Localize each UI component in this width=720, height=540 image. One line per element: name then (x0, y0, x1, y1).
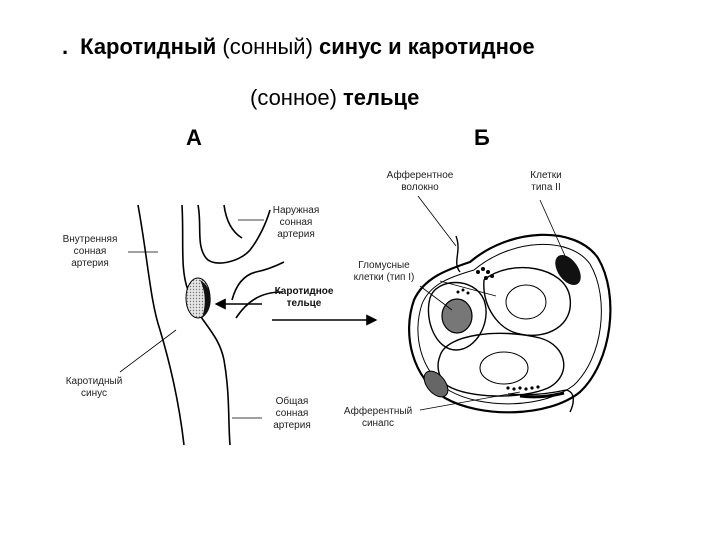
type-ii-cell-nucleus-top (555, 254, 581, 286)
glomus-cell-cluster (408, 233, 612, 414)
title-bold-b: синус и каротидное (319, 34, 535, 59)
label-internal-1: Внутренняя (63, 234, 118, 245)
label-type2-2: типа II (531, 182, 560, 193)
synapse-vesicles (456, 267, 540, 391)
title-normal-a: (сонный) (222, 34, 313, 59)
label-external-1: Наружная (273, 205, 320, 216)
title-line-2: (сонное) тельце (250, 85, 419, 111)
label-common-2: сонная (276, 408, 309, 419)
carotid-body (185, 277, 211, 319)
synapse-thickening (519, 391, 565, 399)
panel-b-letter: Б (474, 125, 490, 150)
label-internal-2: сонная (74, 246, 107, 257)
panel-a-letter: А (186, 125, 202, 150)
label-afferent-fiber-2: волокно (401, 182, 439, 193)
label-glomus-2: клетки (тип I) (354, 272, 415, 283)
label-external-3: артерия (277, 229, 315, 240)
leader-lines-a (119, 219, 264, 419)
label-external-2: сонная (280, 217, 313, 228)
title-bold-a: Каротидный (80, 34, 217, 59)
leader-lines-b (417, 195, 567, 411)
label-synapse-2: синапс (362, 418, 394, 429)
label-glomus-1: Гломусные (358, 260, 410, 271)
label-sinus-1: Каротидный (66, 376, 123, 387)
label-internal-3: артерия (71, 258, 109, 269)
label-synapse-1: Афферентный (344, 405, 412, 417)
label-common-1: Общая (276, 395, 309, 407)
artery-outline (137, 204, 285, 446)
title-normal-b: (сонное) (250, 85, 337, 110)
title-bold-c: тельце (343, 85, 420, 110)
title-line-1: . Каротидный (сонный) синус и каротидное (62, 34, 535, 60)
title-bullet: . (62, 34, 69, 59)
type-ii-cell-nucleus-bottom (423, 370, 449, 398)
label-body-1: Каротидное (275, 286, 334, 297)
label-body-2: тельце (287, 298, 322, 309)
glomus-nucleus-dark (441, 298, 473, 334)
label-afferent-fiber-1: Афферентное (387, 169, 454, 181)
label-sinus-2: синус (81, 388, 107, 399)
afferent-terminal (507, 389, 574, 413)
label-type2-1: Клетки (530, 170, 561, 181)
label-common-3: артерия (273, 420, 311, 431)
